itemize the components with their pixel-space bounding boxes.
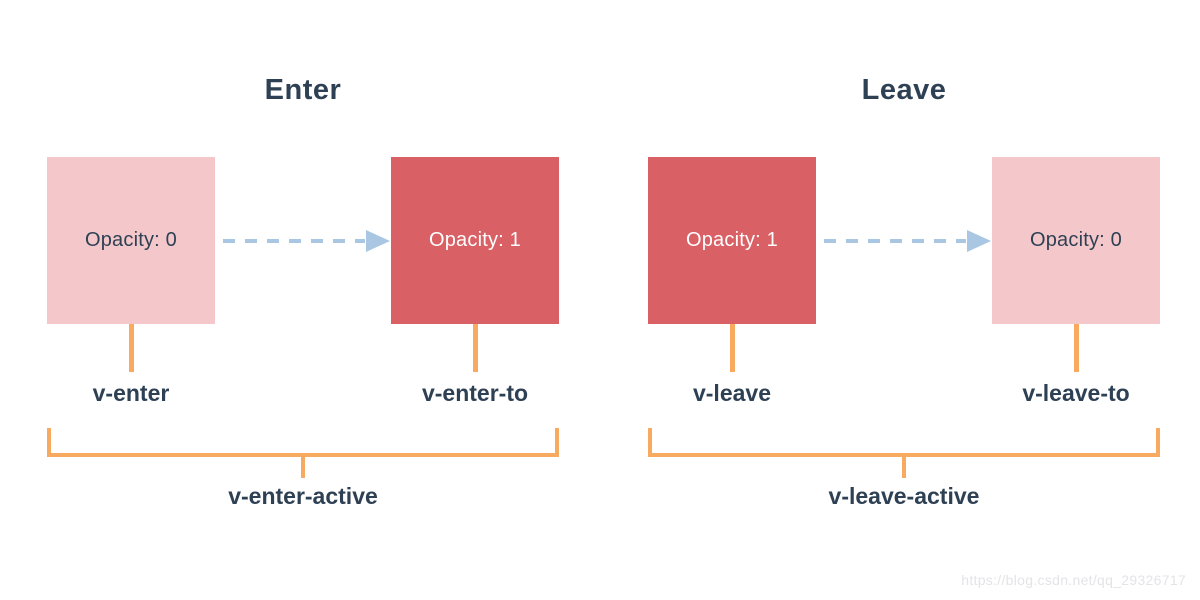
- leave-active-bracket-tick: [902, 457, 906, 478]
- enter-to-opacity-label: Opacity: 1: [428, 229, 522, 251]
- enter-panel: Enter Opacity: 0 Opacity: 1 v-enter v-en…: [47, 0, 559, 600]
- leave-active-bracket: [648, 428, 1160, 457]
- enter-active-bracket-tick: [301, 457, 305, 478]
- leave-from-opacity-label: Opacity: 1: [685, 229, 779, 251]
- leave-from-connector-line: [730, 324, 735, 372]
- leave-active-class-label: v-leave-active: [828, 483, 980, 509]
- enter-from-opacity-box: Opacity: 0: [47, 157, 215, 324]
- enter-transition-dashed-arrow-line: [223, 239, 365, 243]
- leave-panel: Leave Opacity: 1 Opacity: 0 v-leave v-le…: [648, 0, 1160, 600]
- leave-to-connector-line: [1074, 324, 1079, 372]
- enter-active-bracket: [47, 428, 559, 457]
- enter-to-connector-line: [473, 324, 478, 372]
- leave-to-class-label: v-leave-to: [1022, 380, 1130, 406]
- leave-from-class-label: v-leave: [692, 380, 771, 406]
- enter-from-class-label: v-enter: [92, 380, 170, 406]
- enter-panel-title: Enter: [264, 74, 342, 106]
- leave-from-opacity-box: Opacity: 1: [648, 157, 816, 324]
- enter-active-class-label: v-enter-active: [228, 483, 378, 509]
- enter-to-opacity-box: Opacity: 1: [391, 157, 559, 324]
- watermark-url-text: https://blog.csdn.net/qq_29326717: [961, 572, 1186, 588]
- leave-to-opacity-label: Opacity: 0: [1029, 229, 1123, 251]
- enter-arrowhead-icon: [366, 230, 390, 252]
- leave-arrowhead-icon: [967, 230, 991, 252]
- leave-transition-dashed-arrow-line: [824, 239, 966, 243]
- enter-from-connector-line: [129, 324, 134, 372]
- enter-from-opacity-label: Opacity: 0: [84, 229, 178, 251]
- leave-to-opacity-box: Opacity: 0: [992, 157, 1160, 324]
- leave-panel-title: Leave: [861, 74, 947, 106]
- enter-to-class-label: v-enter-to: [421, 380, 529, 406]
